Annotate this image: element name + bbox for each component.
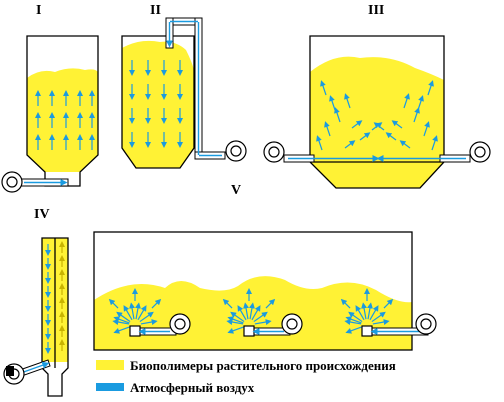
silo-I bbox=[1, 35, 99, 193]
legend-swatch-air bbox=[96, 383, 124, 391]
airflow-arrow bbox=[237, 305, 247, 321]
airflow-arrow bbox=[316, 135, 323, 151]
airflow-arrow bbox=[251, 305, 261, 321]
label-III: III bbox=[368, 3, 384, 18]
airflow-arrow bbox=[355, 305, 365, 321]
airflow-arrow bbox=[137, 305, 147, 321]
label-IV: IV bbox=[34, 207, 50, 222]
airflow-arrow bbox=[253, 311, 268, 323]
airflow-arrow bbox=[254, 319, 272, 326]
airflow-arrow bbox=[359, 132, 371, 141]
airflow-arrow bbox=[403, 93, 410, 109]
airflow-arrow bbox=[230, 311, 245, 323]
airflow-arrow bbox=[140, 319, 158, 326]
airflow-arrow bbox=[134, 302, 141, 320]
airflow-arrow bbox=[340, 298, 351, 309]
legend: Биополимеры растительного происхождения … bbox=[96, 358, 396, 395]
airflow-arrow bbox=[427, 80, 434, 96]
airflow-arrow bbox=[371, 311, 386, 323]
airflow-arrow bbox=[344, 140, 356, 149]
airflow-arrow bbox=[116, 311, 131, 323]
airflow-arrow bbox=[151, 298, 162, 309]
airflow-arrow bbox=[334, 107, 341, 123]
airflow-arrow bbox=[348, 311, 363, 323]
airflow-arrow bbox=[373, 122, 385, 131]
airflow-arrow bbox=[324, 121, 331, 137]
airflow-arrow bbox=[227, 316, 244, 324]
airflow-arrow bbox=[369, 305, 379, 321]
airflow-arrow bbox=[222, 298, 233, 309]
airflow-arrow bbox=[320, 80, 327, 96]
legend-biopolymers: Биополимеры растительного происхождения bbox=[130, 358, 396, 373]
airflow-arrow bbox=[423, 121, 430, 137]
label-V: V bbox=[231, 183, 241, 198]
airflow-arrow bbox=[344, 93, 351, 109]
column-IV bbox=[3, 237, 69, 397]
airflow-arrow bbox=[123, 305, 133, 321]
label-I: I bbox=[36, 3, 41, 18]
airflow-arrow bbox=[139, 311, 154, 323]
airflow-arrow bbox=[113, 326, 130, 334]
airflow-arrow bbox=[329, 95, 336, 111]
bunker-V bbox=[93, 231, 437, 351]
airflow-arrow bbox=[366, 302, 373, 320]
bin-III bbox=[263, 35, 491, 189]
airflow-arrow bbox=[265, 298, 276, 309]
airflow-arrow bbox=[351, 120, 363, 129]
label-II: II bbox=[150, 3, 161, 18]
airflow-arrow bbox=[345, 326, 362, 334]
airflow-arrow bbox=[243, 302, 250, 320]
airflow-arrow bbox=[399, 140, 411, 149]
airflow-arrow bbox=[129, 302, 136, 320]
airflow-arrow bbox=[383, 298, 394, 309]
legend-air: Атмосферный воздух bbox=[130, 380, 255, 395]
silo-II bbox=[121, 17, 247, 169]
airflow-arrow bbox=[417, 95, 424, 111]
airflow-arrow bbox=[413, 107, 420, 123]
airflow-arrow bbox=[431, 135, 438, 151]
airflow-arrow bbox=[113, 316, 130, 324]
airflow-arrow bbox=[345, 316, 362, 324]
airflow-arrow bbox=[108, 298, 119, 309]
airflow-arrow bbox=[391, 120, 403, 129]
airflow-arrow bbox=[248, 302, 255, 320]
airflow-arrow bbox=[385, 132, 397, 141]
airflow-arrow bbox=[361, 302, 368, 320]
legend-swatch-biopolymers bbox=[96, 360, 124, 370]
airflow-arrow bbox=[227, 326, 244, 334]
airflow-arrow bbox=[372, 319, 390, 326]
